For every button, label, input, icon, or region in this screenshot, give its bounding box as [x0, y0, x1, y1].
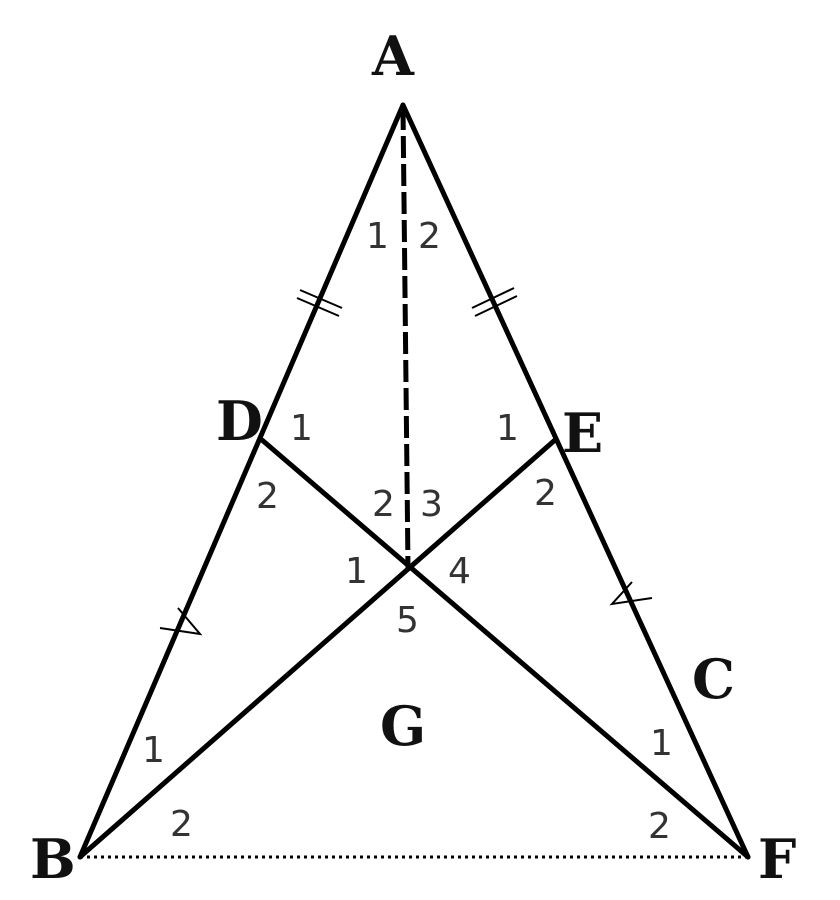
point-label-A: A [371, 24, 415, 88]
point-label-D: D [216, 389, 263, 453]
angle-A1: 1 [366, 216, 389, 257]
point-label-E: E [562, 401, 603, 465]
angle-D1: 1 [290, 408, 313, 449]
angle-D2: 2 [256, 476, 279, 517]
angle-G5: 5 [396, 600, 419, 641]
segment-AB [77, 102, 406, 860]
point-label-B: B [30, 827, 76, 891]
point-label-G: G [380, 694, 426, 758]
segment-AF [400, 102, 751, 860]
angle-B1: 1 [142, 730, 165, 771]
dashed-segment-AG [400, 107, 411, 569]
single-tick-DB [159, 607, 203, 636]
angle-G2: 2 [372, 484, 395, 525]
segment-DF [259, 437, 751, 860]
angle-G3: 3 [420, 484, 443, 525]
angle-G4: 4 [448, 551, 471, 592]
angle-F2: 2 [648, 806, 671, 847]
angle-G1: 1 [345, 551, 368, 592]
angle-F1: 1 [650, 723, 673, 764]
segment-EB [77, 437, 558, 860]
point-label-C: C [692, 647, 735, 711]
double-tick-AD [296, 289, 343, 317]
angle-E2: 2 [534, 473, 557, 514]
angle-E1: 1 [496, 408, 519, 449]
single-tick-EF [609, 581, 653, 606]
angle-B2: 2 [170, 804, 193, 845]
angle-A2: 2 [418, 216, 441, 257]
point-label-F: F [758, 827, 796, 891]
double-tick-AE [471, 287, 518, 317]
